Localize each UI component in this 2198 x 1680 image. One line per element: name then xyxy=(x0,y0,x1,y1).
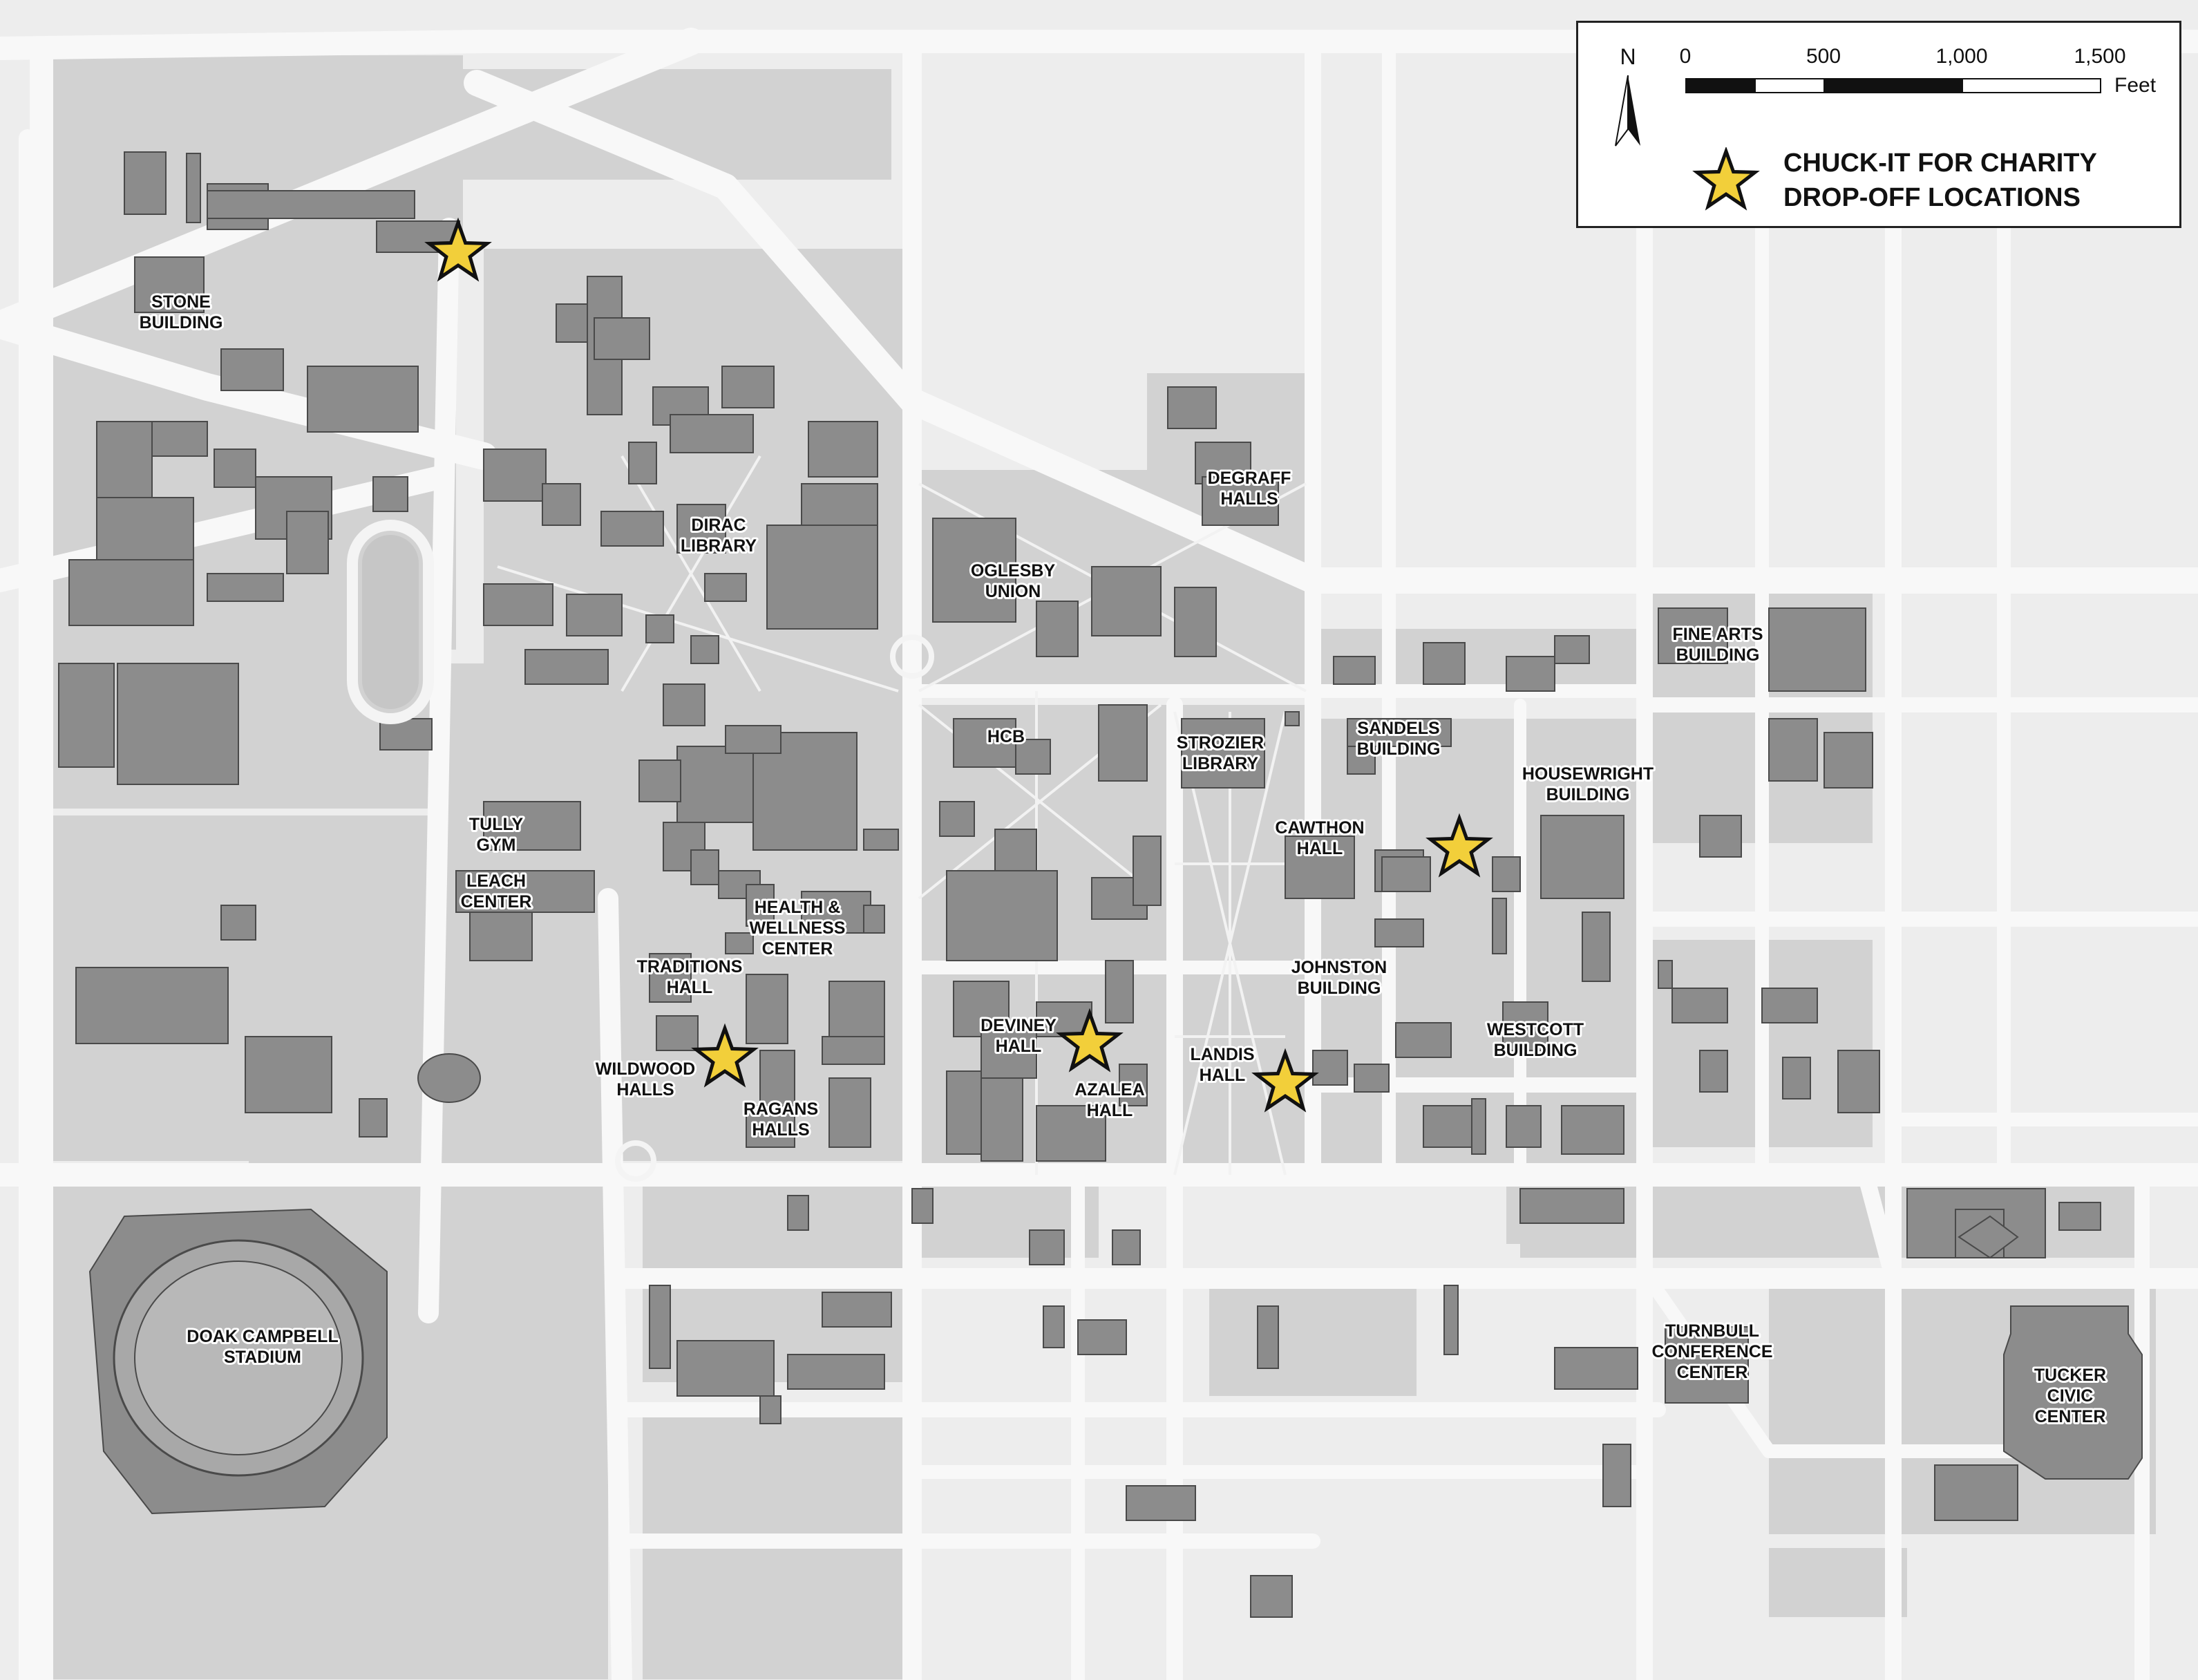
scale-tick-1000: 1,000 xyxy=(1935,45,1988,68)
scale-bar-segment xyxy=(1823,78,1963,93)
legend-label-line-2: DROP-OFF LOCATIONS xyxy=(1783,183,2081,212)
scale-bar-segment xyxy=(1685,78,1756,93)
scale-bar-segment xyxy=(1754,78,1825,93)
legend-label-line-1: CHUCK-IT FOR CHARITY xyxy=(1783,149,2097,178)
stadium xyxy=(88,1208,388,1515)
buildings xyxy=(58,151,2101,1618)
scale-bar-segment xyxy=(1962,78,2101,93)
map-legend: N 0 500 1,000 1,500 Feet CHUCK-IT FOR CH… xyxy=(1576,21,2181,228)
tucker-civic-center-shape xyxy=(1958,1215,2143,1480)
label-hcb: HCB xyxy=(987,727,1025,746)
scale-tick-500: 500 xyxy=(1806,45,1841,68)
legend-symbol-label: CHUCK-IT FOR CHARITY DROP-OFF LOCATIONS xyxy=(1783,146,2097,215)
legend-star-icon xyxy=(1692,147,1761,216)
scale-unit: Feet xyxy=(2114,74,2157,97)
north-label: N xyxy=(1620,44,1636,69)
scale-tick-0: 0 xyxy=(1679,45,1692,68)
scale-tick-1500: 1,500 xyxy=(2074,45,2126,68)
athletic-track xyxy=(347,520,481,1103)
north-arrow-icon: N xyxy=(1615,44,1640,147)
